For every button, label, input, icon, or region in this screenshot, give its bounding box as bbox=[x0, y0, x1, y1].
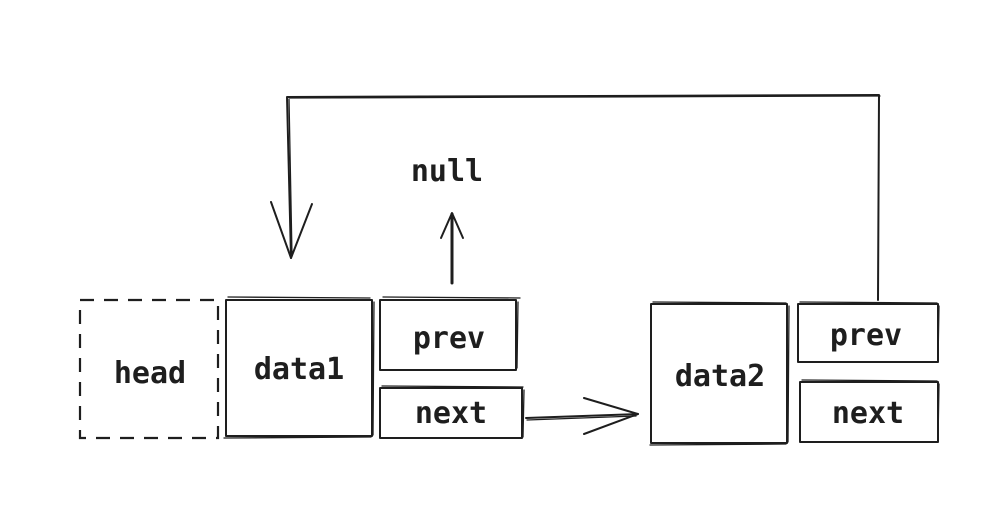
node1-data-label: data1 bbox=[254, 352, 344, 387]
node2-next-label: next bbox=[832, 396, 904, 431]
node1-data-box: data1 bbox=[223, 296, 375, 439]
null-label: null bbox=[411, 154, 483, 189]
node1-prev-box: prev bbox=[379, 296, 521, 371]
node2-data-label: data2 bbox=[675, 359, 765, 394]
next-to-node2-arrow bbox=[525, 397, 639, 435]
node2-prev-label: prev bbox=[830, 318, 902, 353]
node1-prev-label: prev bbox=[413, 321, 485, 356]
head-node: head bbox=[78, 298, 220, 440]
prev-to-null-arrow bbox=[440, 212, 464, 285]
node2-prev-to-node1-arrow bbox=[270, 94, 881, 301]
node2-data-box: data2 bbox=[649, 301, 790, 446]
node2-prev-box: prev bbox=[797, 301, 940, 363]
node2-next-box: next bbox=[799, 379, 940, 443]
node1-next-box: next bbox=[379, 385, 525, 439]
node1-next-label: next bbox=[415, 396, 487, 431]
head-label: head bbox=[114, 356, 186, 391]
